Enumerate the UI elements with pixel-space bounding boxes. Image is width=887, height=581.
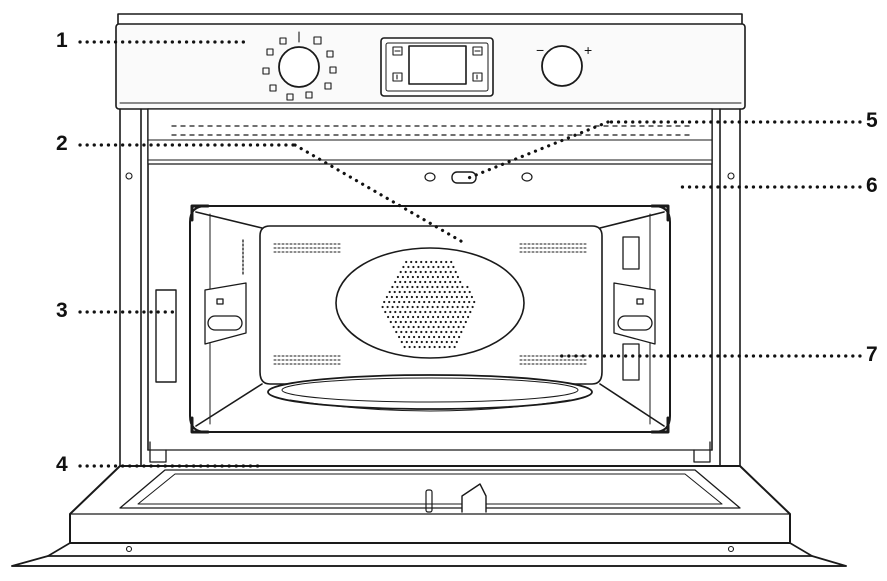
upper-vent-slots [171, 125, 690, 136]
left-screw [125, 172, 133, 180]
left-side-support [204, 239, 247, 345]
right-side-support [613, 236, 656, 381]
function-icons [262, 31, 337, 101]
knob-plus-sign: + [584, 42, 593, 58]
cavity-frame [147, 108, 713, 184]
back-wall-vents [273, 243, 587, 365]
callout-number-6: 6 [866, 174, 878, 197]
oven-door [11, 465, 847, 567]
callout-number-1: 1 [56, 29, 68, 52]
callout-number-7: 7 [866, 343, 878, 366]
oven-cabinet [119, 108, 741, 471]
callout-number-2: 2 [56, 132, 68, 155]
turntable [267, 374, 593, 412]
adjustment-knob [541, 45, 583, 87]
function-selector-knob [262, 31, 337, 101]
callout-number-3: 3 [56, 299, 68, 322]
leader-5b [464, 120, 610, 181]
leader-2b [293, 143, 468, 246]
right-screw [727, 172, 735, 180]
display-module [380, 37, 494, 97]
hinge-plate [155, 289, 177, 383]
callout-number-5: 5 [866, 109, 878, 132]
oven-cavity [189, 204, 671, 434]
door-latch-sensor [451, 171, 477, 184]
fan-cover [335, 247, 525, 359]
cavity-floor [147, 441, 713, 463]
callout-leaders [78, 40, 862, 468]
knob-minus-sign: − [536, 42, 545, 58]
callout-number-4: 4 [56, 453, 68, 476]
